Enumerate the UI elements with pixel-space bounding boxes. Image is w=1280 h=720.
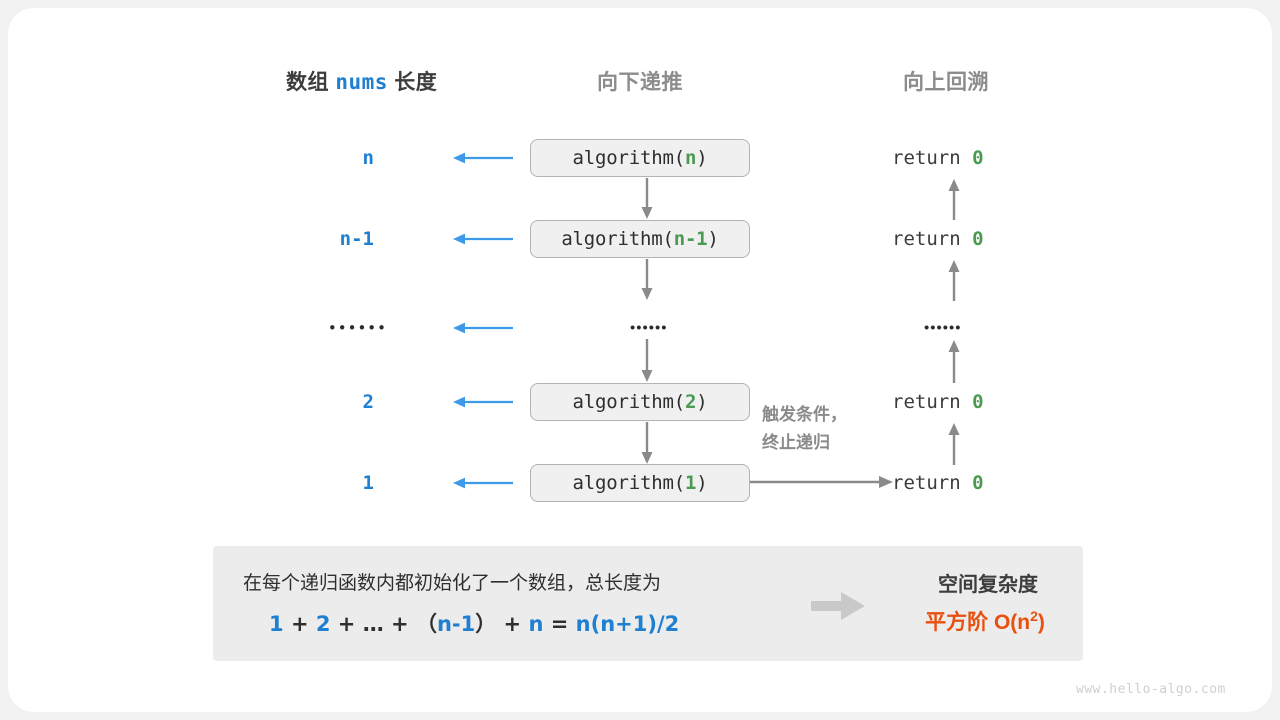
formula-op-2: + <box>337 612 356 636</box>
return-statement-n-minus-1: return 0 <box>892 228 984 250</box>
return-keyword: return <box>892 228 961 250</box>
summary-formula: 1 + 2 + … + （n-1） + n = n(n+1)/2 <box>269 608 679 638</box>
array-length-n: n <box>362 147 374 169</box>
call-arg-label: n <box>684 147 697 169</box>
return-statement-2: return 0 <box>892 391 984 413</box>
call-box-1[interactable]: algorithm(1) <box>530 464 750 502</box>
header-left-suffix: 长度 <box>394 71 438 94</box>
formula-rparen: ） <box>475 612 497 636</box>
call-close-label: ) <box>707 228 719 250</box>
return-statement-n: return 0 <box>892 147 984 169</box>
formula-ellipsis: … <box>362 612 384 636</box>
connector-down-4 <box>641 422 653 464</box>
connector-up-4 <box>948 423 960 465</box>
column-header-array-length: 数组 nums 长度 <box>286 66 437 96</box>
call-close-label: ) <box>696 472 708 494</box>
connector-down-1 <box>641 178 653 219</box>
complexity-exponent: 2 <box>1030 608 1038 624</box>
base-case-note-line1: 触发条件， <box>762 405 847 424</box>
formula-term-n: n <box>528 612 544 636</box>
call-arg-label: 1 <box>684 472 697 494</box>
blue-left-arrow-3 <box>453 322 513 334</box>
complexity-order-name: 平方阶 <box>925 611 989 634</box>
header-left-prefix: 数组 <box>286 71 329 94</box>
blue-left-arrow-4 <box>453 396 513 408</box>
return-value: 0 <box>972 472 984 494</box>
call-fn-label: algorithm( <box>572 391 686 413</box>
complexity-title: 空间复杂度 <box>938 574 1038 596</box>
base-case-arrow <box>750 476 893 488</box>
array-length-ellipsis: •••••• <box>327 319 387 337</box>
connector-up-1 <box>948 179 960 220</box>
formula-term-2: 2 <box>315 612 331 636</box>
blue-left-arrow-2 <box>453 233 513 245</box>
return-keyword: return <box>892 391 961 413</box>
call-box-n[interactable]: algorithm(n) <box>530 139 750 177</box>
call-arg-label: 2 <box>684 391 697 413</box>
diagram-card: 数组 nums 长度 向下递推 向上回溯 <box>8 8 1272 712</box>
blue-left-arrow-1 <box>453 152 513 164</box>
array-length-2: 2 <box>362 391 374 413</box>
thick-right-arrow-icon <box>811 592 865 620</box>
formula-op-4: + <box>503 612 522 636</box>
formula-term-1: 1 <box>269 612 284 636</box>
summary-panel: 在每个递归函数内都初始化了一个数组，总长度为 1 + 2 + … + （n-1）… <box>213 546 1083 661</box>
array-length-n-minus-1: n-1 <box>339 228 374 250</box>
call-box-n-minus-1[interactable]: algorithm(n-1) <box>530 220 750 258</box>
connector-up-3 <box>948 340 960 383</box>
summary-description: 在每个递归函数内都初始化了一个数组，总长度为 <box>243 573 662 594</box>
column-header-backtrack-up: 向上回溯 <box>903 71 989 94</box>
call-fn-label: algorithm( <box>572 472 686 494</box>
column-header-recurse-down: 向下递推 <box>597 71 683 94</box>
site-watermark: www.hello-algo.com <box>1076 682 1226 697</box>
connector-up-2 <box>948 260 960 301</box>
formula-result: n(n+1)/2 <box>575 612 680 636</box>
complexity-big-o: O(n <box>993 611 1031 634</box>
complexity-result: 平方阶 O(n2) <box>885 606 1085 636</box>
formula-term-n-minus-1: n-1 <box>436 612 476 636</box>
header-left-code: nums <box>335 70 388 94</box>
call-fn-label: algorithm( <box>561 228 674 250</box>
formula-op-3: + <box>391 612 409 636</box>
return-ellipsis: •••••• <box>924 319 962 337</box>
array-length-1: 1 <box>362 472 374 494</box>
base-case-note: 触发条件， 终止递归 <box>762 401 847 457</box>
complexity-close-paren: ) <box>1037 611 1045 634</box>
return-keyword: return <box>892 472 961 494</box>
return-statement-1: return 0 <box>892 472 984 494</box>
call-fn-label: algorithm( <box>572 147 686 169</box>
connector-down-3 <box>641 339 653 382</box>
call-close-label: ) <box>696 147 708 169</box>
return-value: 0 <box>972 391 984 413</box>
return-keyword: return <box>892 147 961 169</box>
formula-op-1: + <box>290 612 309 636</box>
call-ellipsis: •••••• <box>630 319 668 337</box>
formula-lparen: （ <box>415 612 437 636</box>
blue-left-arrow-5 <box>453 477 513 489</box>
connector-down-2 <box>641 259 653 300</box>
return-value: 0 <box>972 228 984 250</box>
call-arg-label: n-1 <box>673 228 708 250</box>
return-value: 0 <box>972 147 984 169</box>
formula-equals: = <box>550 612 569 636</box>
call-box-2[interactable]: algorithm(2) <box>530 383 750 421</box>
base-case-note-line2: 终止递归 <box>762 433 830 452</box>
call-close-label: ) <box>696 391 708 413</box>
